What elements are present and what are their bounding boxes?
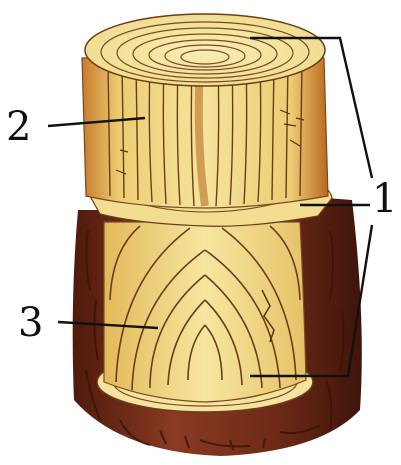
label-1: 1 bbox=[372, 176, 397, 222]
label-2: 2 bbox=[6, 104, 31, 150]
label-3: 3 bbox=[18, 300, 43, 346]
